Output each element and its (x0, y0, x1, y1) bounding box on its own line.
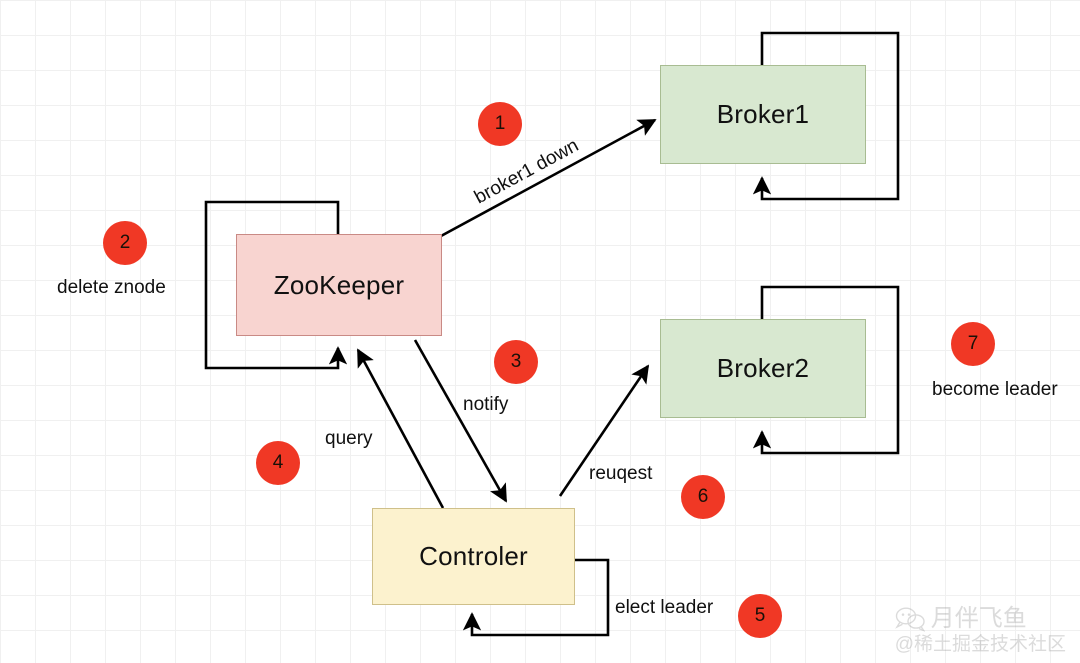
node-broker2-label: Broker2 (716, 353, 810, 383)
badge-step-6-number: 6 (697, 486, 709, 507)
node-broker1-label: Broker1 (716, 99, 810, 129)
badge-step-2-number: 2 (119, 232, 131, 253)
edge-zookeeper-self-loop (204, 200, 348, 370)
edge-label-elect-leader: elect leader (615, 597, 714, 618)
badge-step-1-number: 1 (494, 113, 506, 134)
badge-step-7-number: 7 (967, 333, 979, 354)
badge-step-7[interactable]: 7 (951, 322, 995, 366)
badge-step-6[interactable]: 6 (681, 475, 725, 519)
caption-become-leader: become leader (932, 379, 1058, 400)
badge-step-3-number: 3 (510, 351, 522, 372)
edge-zookeeper-to-controler (413, 339, 508, 503)
node-controler-label: Controler (419, 541, 528, 571)
badge-step-4-number: 4 (272, 452, 284, 473)
node-broker1[interactable]: Broker1 (660, 65, 866, 164)
edge-controler-self-loop (462, 558, 610, 637)
badge-step-5-number: 5 (754, 605, 766, 626)
badge-step-4[interactable]: 4 (256, 441, 300, 485)
edge-label-notify: notify (463, 394, 509, 415)
edge-broker2-self-loop (752, 285, 900, 455)
badge-step-1[interactable]: 1 (478, 102, 522, 146)
node-controler[interactable]: Controler (372, 508, 575, 605)
edge-controler-to-broker2 (558, 364, 650, 497)
node-zookeeper-label: ZooKeeper (273, 269, 405, 300)
edge-zookeeper-to-broker1 (440, 118, 657, 238)
edge-broker1-self-loop (752, 31, 900, 201)
badge-step-2[interactable]: 2 (103, 221, 147, 265)
badge-step-3[interactable]: 3 (494, 340, 538, 384)
node-broker2[interactable]: Broker2 (660, 319, 866, 418)
edge-label-reuqest: reuqest (589, 463, 653, 484)
node-zookeeper[interactable]: ZooKeeper (236, 234, 442, 336)
edge-controler-to-zookeeper (356, 348, 445, 509)
caption-delete-znode: delete znode (57, 277, 166, 298)
edge-label-query: query (325, 428, 373, 449)
badge-step-5[interactable]: 5 (738, 594, 782, 638)
